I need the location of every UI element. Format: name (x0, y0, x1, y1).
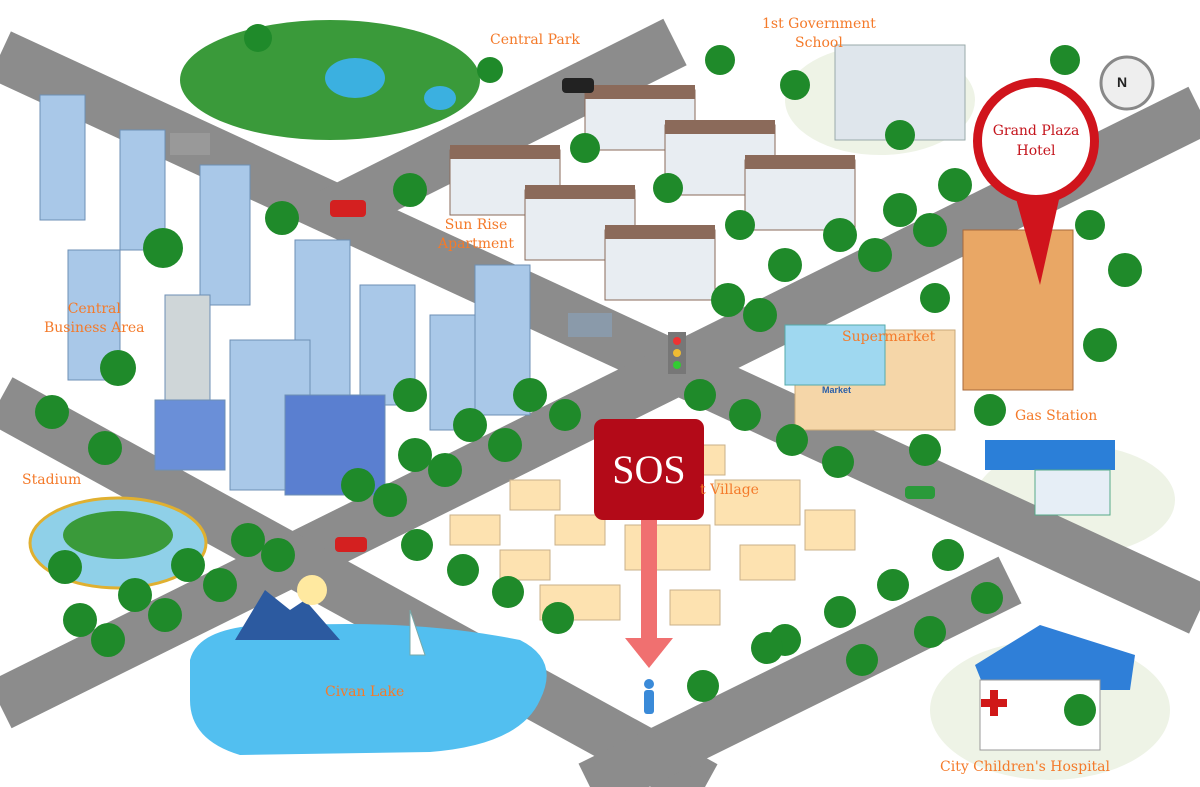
car (335, 537, 367, 552)
village-label: t Village (700, 482, 759, 498)
gas-station-label: Gas Station (1015, 408, 1098, 424)
hospital-label: City Children's Hospital (940, 759, 1111, 775)
supermarket-label: Supermarket (842, 329, 936, 345)
trees (35, 24, 1142, 726)
park-pond (325, 58, 385, 98)
truck (170, 133, 210, 155)
car (562, 78, 594, 93)
person-icon (644, 679, 654, 689)
central-park-label: Central Park (490, 32, 580, 48)
map-pin-tail (1015, 195, 1060, 285)
hotel-building (962, 229, 1074, 391)
sos-label: SOS (612, 447, 686, 492)
school-label: 1st Government School (762, 16, 876, 51)
business-area-label: Central Business Area (44, 301, 145, 336)
business-buildings (39, 94, 531, 496)
hotel-map-pin[interactable]: Grand Plaza Hotel (973, 78, 1099, 204)
lake-label: Civan Lake (325, 684, 405, 700)
apartment-roofs (450, 85, 855, 239)
supermarket-glass (784, 324, 886, 386)
gas-station-building (1034, 469, 1111, 516)
civan-lake (190, 624, 547, 755)
sos-marker[interactable]: SOS (594, 419, 704, 520)
compass-icon (1099, 55, 1155, 111)
village-houses (449, 444, 856, 626)
park-pond (424, 86, 456, 110)
apartment-buildings (449, 89, 856, 301)
market-sign: Market (822, 385, 852, 395)
sun (297, 575, 327, 605)
apartment-label: Sun Rise Apartment (438, 217, 514, 252)
compass-north-label: N (1117, 74, 1128, 90)
mountain (235, 590, 340, 640)
car (330, 200, 366, 217)
truck (568, 313, 612, 337)
stadium-field (63, 511, 173, 559)
hospital-roof (975, 625, 1135, 690)
hotel-label: Grand Plaza Hotel (992, 123, 1080, 159)
sailboat (409, 609, 426, 656)
car (905, 486, 935, 499)
stadium-label: Stadium (22, 472, 82, 488)
sos-arrow (641, 520, 657, 640)
gas-station-canopy (985, 440, 1115, 470)
